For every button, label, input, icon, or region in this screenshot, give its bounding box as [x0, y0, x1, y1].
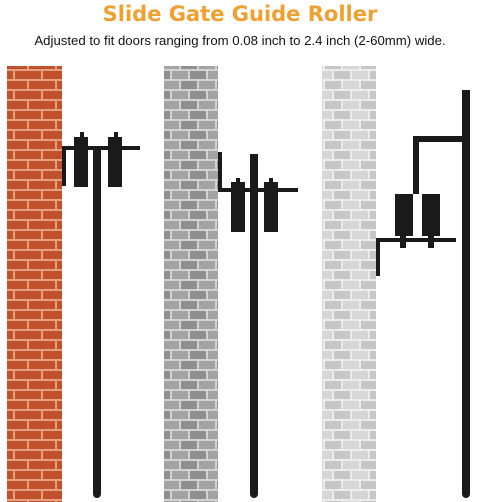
page-subtitle: Adjusted to fit doors ranging from 0.08 …: [34, 33, 446, 48]
panel-light-gray-brick-wall: [322, 66, 470, 502]
dark-gray-brick-wall: [164, 66, 218, 502]
gate-post-2: [250, 154, 258, 494]
guide-roller-side-mount: [376, 90, 470, 498]
guide-roller-top-mount: [62, 132, 140, 498]
panel-red-brick-wall: [7, 66, 140, 502]
gate-post: [93, 150, 101, 494]
red-brick-wall: [7, 66, 62, 502]
panel-dark-gray-brick-wall: [164, 66, 298, 502]
page-title: Slide Gate Guide Roller: [102, 2, 378, 26]
light-gray-brick-wall: [322, 66, 376, 502]
gate-post-3: [462, 90, 470, 494]
guide-roller-top-mount-2: [218, 152, 298, 498]
